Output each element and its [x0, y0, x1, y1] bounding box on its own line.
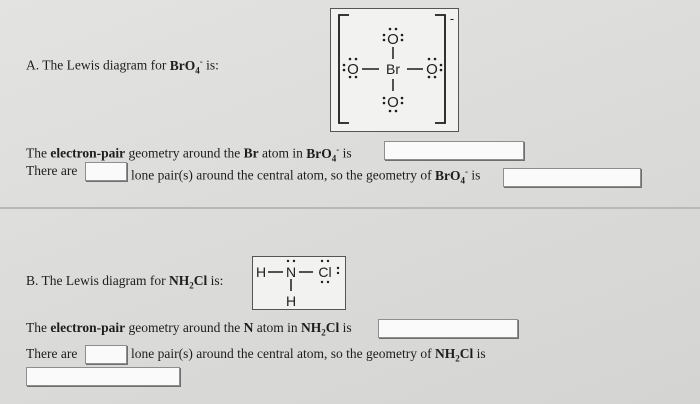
partA-left-oxygen: O — [347, 61, 359, 78]
partB-lewis-diagram: H N Cl H — [256, 259, 340, 309]
partB-molecular-geometry-question: lone pair(s) around the central atom, so… — [131, 346, 486, 364]
partA-lewis-diagram: - O O Br O O — [338, 11, 454, 124]
partA-bottom-oxygen: O — [387, 94, 399, 111]
partB-center-nitrogen: N — [286, 264, 296, 280]
partA-center-bromine: Br — [386, 61, 400, 77]
section-divider — [0, 207, 700, 209]
partB-molecular-geometry-input[interactable] — [26, 367, 180, 386]
partA-electron-geometry-question: The electron-pair geometry around the Br… — [26, 144, 352, 164]
partA-lewis-label: A. The Lewis diagram for BrO4- is: — [26, 56, 219, 76]
partA-top-oxygen: O — [387, 31, 399, 48]
partA-molecular-geometry-question: lone pair(s) around the central atom, so… — [131, 166, 481, 186]
partA-right-oxygen: O — [426, 61, 438, 78]
partA-lone-pairs-input[interactable] — [85, 162, 127, 181]
partA-lewis-structure: - O O Br O O — [330, 8, 459, 132]
partB-lone-pairs-input[interactable] — [85, 345, 127, 364]
partB-lewis-label: B. The Lewis diagram for NH2Cl is: — [26, 273, 224, 291]
partB-bottom-hydrogen: H — [286, 293, 296, 309]
partA-charge: - — [450, 11, 454, 26]
partB-lewis-structure: H N Cl H — [252, 256, 346, 310]
partB-electron-geometry-input[interactable] — [378, 319, 518, 338]
partA-molecular-geometry-input[interactable] — [503, 168, 641, 187]
partB-electron-geometry-question: The electron-pair geometry around the N … — [26, 320, 352, 338]
partB-left-hydrogen: H — [256, 264, 266, 280]
partB-right-chlorine: Cl — [318, 264, 331, 280]
partA-lone-pairs-label: There are — [26, 163, 78, 178]
partA-electron-geometry-input[interactable] — [384, 141, 524, 160]
partB-lone-pairs-label: There are — [26, 346, 78, 361]
